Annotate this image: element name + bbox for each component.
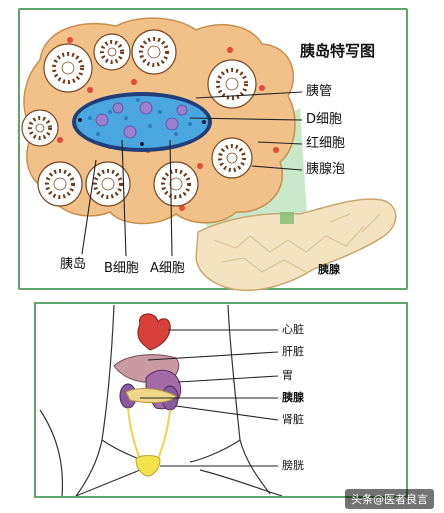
label-d-cell: D细胞 xyxy=(306,112,343,127)
organ-pancreas xyxy=(125,388,177,404)
pancreas-organ xyxy=(195,198,397,292)
label-heart: 心脏 xyxy=(282,323,304,336)
label-b-cell: B细胞 xyxy=(104,261,139,276)
body-organs-panel xyxy=(34,302,408,498)
bottom-leader-lines xyxy=(140,329,279,467)
label-pancreas: 胰腺 xyxy=(282,391,304,404)
islet-of-langerhans xyxy=(72,92,212,152)
label-islet: 胰岛 xyxy=(60,257,87,272)
label-pancreas-organ: 胰腺 xyxy=(318,263,340,276)
label-a-cell: A细胞 xyxy=(150,261,185,276)
label-kidney: 肾脏 xyxy=(282,413,304,426)
body-outline xyxy=(39,304,283,497)
label-bladder: 膀胱 xyxy=(282,459,304,472)
watermark: 头条@医者良言 xyxy=(345,489,434,509)
top-leader-lines xyxy=(81,91,303,257)
label-stomach: 胃 xyxy=(282,369,293,382)
label-red-blood-cell: 红细胞 xyxy=(306,136,346,151)
organ-bladder xyxy=(135,455,161,477)
diagram-title: 胰岛特写图 xyxy=(300,42,376,60)
label-pancreatic-duct: 胰管 xyxy=(306,84,333,99)
label-liver: 肝脏 xyxy=(282,345,304,358)
label-acinus: 胰腺泡 xyxy=(306,162,346,177)
